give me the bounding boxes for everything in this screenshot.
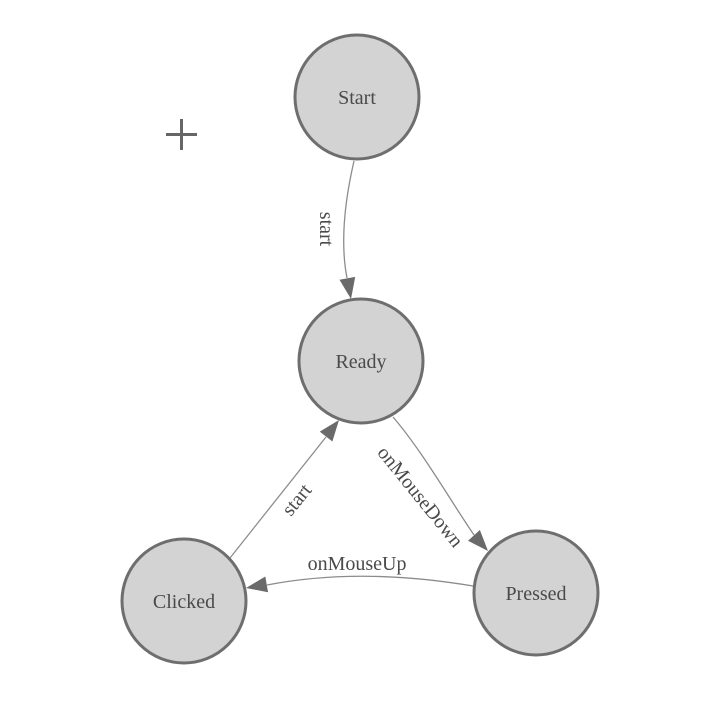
- state-label-start: Start: [338, 87, 376, 109]
- transition-line-ready-to-pressed[interactable]: [392, 416, 475, 536]
- transition-arrowhead-ready-to-pressed: [468, 530, 488, 551]
- transition-label-pressed-to-clicked: onMouseUp: [308, 553, 407, 575]
- state-node-pressed: Pressed: [472, 529, 600, 657]
- transition-arrowhead-clicked-to-ready: [319, 420, 339, 442]
- state-circle-ready[interactable]: [297, 297, 425, 425]
- transition-pressed-to-clicked: onMouseUp: [246, 553, 474, 593]
- state-circle-pressed[interactable]: [472, 529, 600, 657]
- transition-line-clicked-to-ready[interactable]: [229, 436, 327, 559]
- transition-start-to-ready: start: [315, 160, 356, 299]
- crosshair-cursor-icon: [166, 119, 197, 150]
- transition-ready-to-pressed: onMouseDown: [373, 416, 488, 552]
- state-circle-start[interactable]: [293, 33, 421, 161]
- transition-clicked-to-ready: start: [229, 420, 339, 559]
- state-label-ready: Ready: [335, 351, 386, 373]
- state-node-clicked: Clicked: [120, 537, 248, 665]
- state-node-ready: Ready: [297, 297, 425, 425]
- transition-label-start-to-ready: start: [315, 212, 337, 247]
- transition-arrowhead-start-to-ready: [339, 276, 356, 299]
- transition-line-pressed-to-clicked[interactable]: [266, 575, 474, 587]
- transition-label-ready-to-pressed: onMouseDown: [373, 442, 468, 552]
- state-label-clicked: Clicked: [153, 591, 215, 613]
- transition-arrowhead-pressed-to-clicked: [246, 576, 269, 593]
- state-label-pressed: Pressed: [505, 583, 566, 605]
- state-circle-clicked[interactable]: [120, 537, 248, 665]
- transition-line-start-to-ready[interactable]: [343, 160, 355, 279]
- transition-label-clicked-to-ready: start: [278, 479, 317, 520]
- state-node-start: Start: [293, 33, 421, 161]
- cursor-layer: [166, 119, 197, 150]
